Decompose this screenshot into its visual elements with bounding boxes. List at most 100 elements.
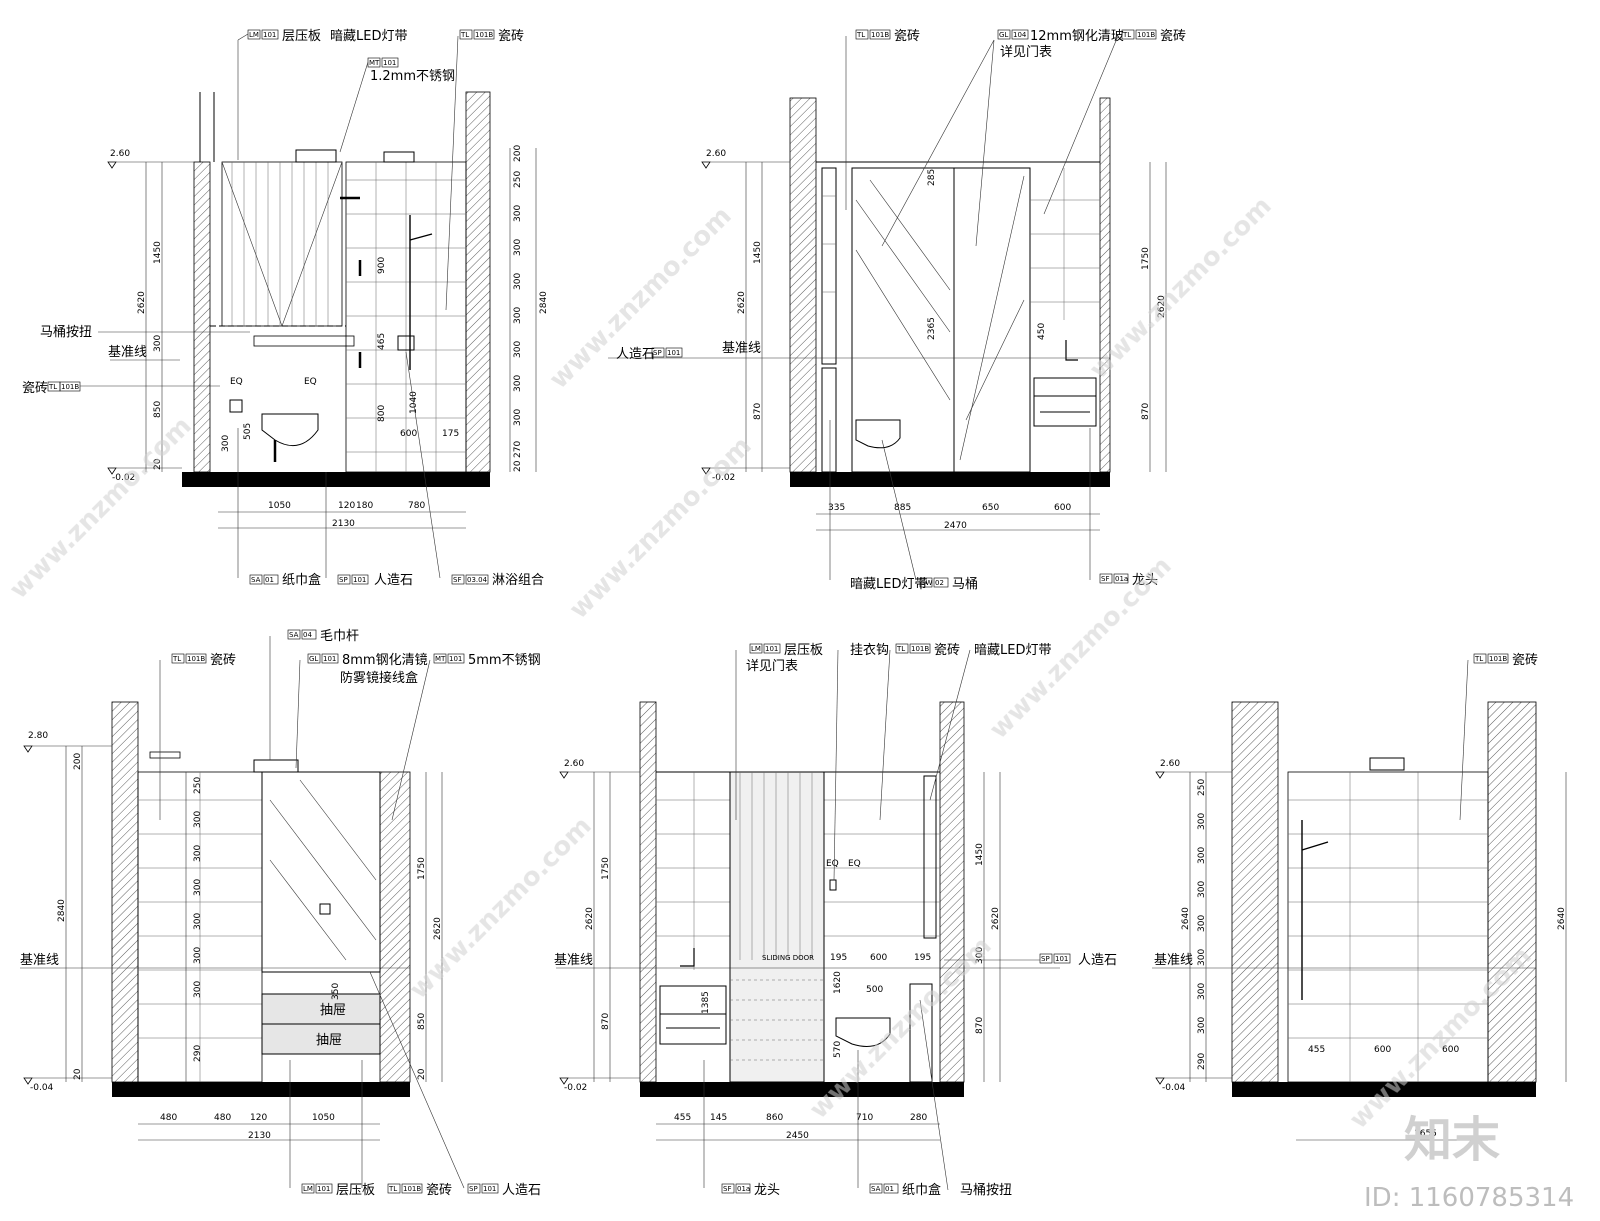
svg-text:5mm不锈钢: 5mm不锈钢 <box>468 653 541 668</box>
svg-text:TL: TL <box>172 655 181 663</box>
svg-text:101: 101 <box>323 655 336 663</box>
svg-text:335: 335 <box>828 503 845 513</box>
svg-text:1450: 1450 <box>153 241 163 264</box>
wall-hatch <box>465 91 491 473</box>
svg-text:EQ: EQ <box>304 377 317 387</box>
glass-door <box>953 167 1031 473</box>
svg-text:101: 101 <box>667 349 680 357</box>
svg-text:EQ: EQ <box>230 377 243 387</box>
svg-text:2840: 2840 <box>539 291 549 314</box>
floor-slab <box>1232 1082 1536 1097</box>
svg-text:瓷砖: 瓷砖 <box>22 381 48 396</box>
svg-text:2450: 2450 <box>786 1131 809 1141</box>
svg-text:2620: 2620 <box>137 291 147 314</box>
svg-text:基准线: 基准线 <box>20 953 59 968</box>
svg-text:101B: 101B <box>1137 31 1155 39</box>
svg-text:TL: TL <box>856 31 865 39</box>
svg-text:SP: SP <box>1041 955 1050 963</box>
callout-tl-101b: TL 101B 瓷砖 <box>445 29 524 311</box>
svg-text:1050: 1050 <box>312 1113 335 1123</box>
svg-text:2470: 2470 <box>944 521 967 531</box>
svg-text:300: 300 <box>513 341 523 358</box>
svg-text:人造石: 人造石 <box>616 347 655 362</box>
svg-text:870: 870 <box>753 403 763 420</box>
svg-text:瓷砖: 瓷砖 <box>894 29 920 44</box>
elevation-1: 基准线 2.60 -0.02 1450 2620 300 850 20 200 … <box>22 29 549 588</box>
svg-text:850: 850 <box>417 1013 427 1030</box>
svg-text:2.60: 2.60 <box>564 759 584 769</box>
svg-text:290: 290 <box>1197 1053 1207 1070</box>
led-niche <box>821 167 837 365</box>
svg-text:600: 600 <box>870 953 887 963</box>
tile-grid <box>345 161 467 473</box>
left-wall <box>193 161 211 473</box>
svg-text:01: 01 <box>265 576 274 584</box>
svg-text:SA: SA <box>289 631 299 639</box>
svg-text:300: 300 <box>975 947 985 964</box>
svg-text:285: 285 <box>927 169 937 186</box>
svg-text:101: 101 <box>263 31 276 39</box>
svg-text:基准线: 基准线 <box>1154 953 1193 968</box>
svg-text:250: 250 <box>193 777 203 794</box>
svg-text:SP: SP <box>339 576 348 584</box>
callout-tile: TL 101B 瓷砖 <box>1459 653 1538 821</box>
elevation-5: 基准线 2.60 -0.04 2640 250 300 300 300 300 … <box>1152 653 1567 1141</box>
svg-text:SW: SW <box>921 579 932 587</box>
svg-text:www.znzmo.com: www.znzmo.com <box>4 411 198 605</box>
floor-slab <box>112 1082 410 1097</box>
svg-text:1450: 1450 <box>975 843 985 866</box>
svg-text:GL: GL <box>309 655 318 663</box>
callout-tile: TL 101B 瓷砖 <box>159 653 236 820</box>
svg-text:2130: 2130 <box>248 1131 271 1141</box>
callout-laminate: LM 101 层压板 详见门表 挂衣钩 TL 101B 瓷砖 暗藏LED灯带 <box>735 642 1051 881</box>
svg-text:TL: TL <box>460 31 469 39</box>
svg-text:毛巾杆: 毛巾杆 <box>320 629 359 644</box>
svg-text:www.znzmo.com: www.znzmo.com <box>404 811 598 1005</box>
svg-text:瓷砖: 瓷砖 <box>1512 653 1538 668</box>
svg-text:145: 145 <box>710 1113 727 1123</box>
svg-text:1040: 1040 <box>409 391 419 414</box>
svg-text:300: 300 <box>1197 1017 1207 1034</box>
svg-text:2640: 2640 <box>1557 907 1567 930</box>
svg-text:300: 300 <box>193 913 203 930</box>
svg-text:101: 101 <box>317 1185 330 1193</box>
led-niche <box>923 775 937 939</box>
svg-text:1620: 1620 <box>833 971 843 994</box>
callout-bottom: LM 101 层压板 TL 101B 瓷砖 SP 101 人造石 <box>289 971 541 1198</box>
svg-text:195: 195 <box>830 953 847 963</box>
svg-text:TL: TL <box>896 645 905 653</box>
svg-text:101B: 101B <box>403 1185 421 1193</box>
svg-text:870: 870 <box>975 1017 985 1034</box>
svg-text:600: 600 <box>1442 1045 1459 1055</box>
callout-bottom-row: SA 01 纸巾盒 SP 101 人造石 SF 03.04 淋浴组合 <box>237 351 544 588</box>
svg-text:挂衣钩: 挂衣钩 <box>850 642 889 658</box>
svg-text:455: 455 <box>674 1113 691 1123</box>
svg-text:层压板: 层压板 <box>784 643 823 658</box>
floor-slab <box>640 1082 964 1097</box>
svg-text:1750: 1750 <box>1141 247 1151 270</box>
toilet-icon <box>855 419 901 449</box>
callout-stone: 人造石 SP 101 <box>616 347 683 362</box>
svg-text:120: 120 <box>250 1113 267 1123</box>
svg-text:300: 300 <box>1197 949 1207 966</box>
callout-tile: TL 101B 瓷砖 <box>845 29 920 210</box>
svg-text:EQ: EQ <box>826 859 839 869</box>
svg-text:300: 300 <box>1197 983 1207 1000</box>
svg-text:瓷砖: 瓷砖 <box>498 29 524 44</box>
id-watermark: ID: 1160785314 <box>1364 1183 1574 1213</box>
shower-head-icon <box>409 233 433 241</box>
svg-text:1655: 1655 <box>1414 1129 1437 1139</box>
svg-text:20: 20 <box>513 460 523 472</box>
svg-text:505: 505 <box>243 423 253 440</box>
towel-bar <box>253 759 299 773</box>
svg-text:01: 01 <box>885 1185 894 1193</box>
floor-slab <box>182 472 490 487</box>
svg-text:TL: TL <box>48 383 57 391</box>
svg-text:600: 600 <box>1374 1045 1391 1055</box>
svg-text:300: 300 <box>193 947 203 964</box>
svg-text:LM: LM <box>751 645 761 653</box>
svg-text:300: 300 <box>513 239 523 256</box>
svg-text:1385: 1385 <box>701 991 711 1014</box>
svg-text:2840: 2840 <box>57 899 67 922</box>
svg-text:龙头: 龙头 <box>1132 573 1158 588</box>
